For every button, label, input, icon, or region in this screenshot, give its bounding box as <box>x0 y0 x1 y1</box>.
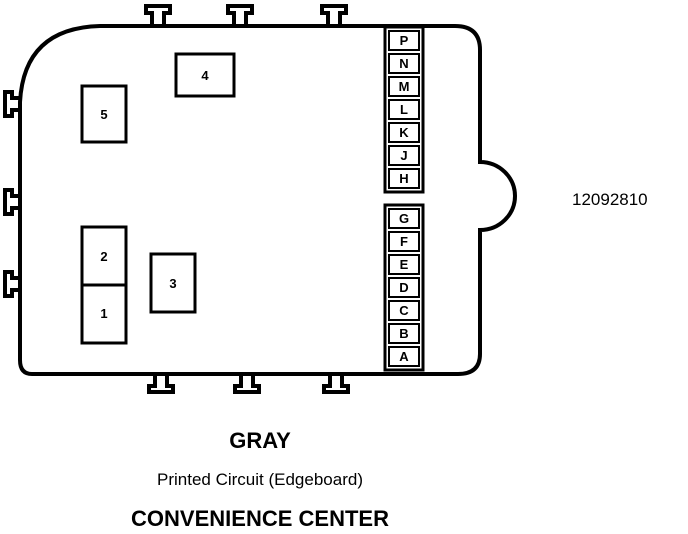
relay-4: 4 <box>174 52 236 98</box>
terminal-m <box>388 76 420 97</box>
terminal-p <box>388 30 420 51</box>
terminal-label-d: D <box>399 280 408 295</box>
terminal-a <box>388 346 420 367</box>
connector-type-subtitle: Printed Circuit (Edgeboard) <box>157 470 363 489</box>
terminal-label-l: L <box>400 102 408 117</box>
terminal-e <box>388 254 420 275</box>
relay-label: 3 <box>169 276 176 291</box>
terminal-f <box>388 231 420 252</box>
terminal-label-f: F <box>400 234 408 249</box>
terminal-label-j: J <box>400 148 407 163</box>
terminal-label-h: H <box>399 171 408 186</box>
terminal-label-m: M <box>399 79 410 94</box>
terminal-c <box>388 300 420 321</box>
terminal-label-c: C <box>399 303 409 318</box>
terminal-h <box>388 168 420 189</box>
terminal-j <box>388 145 420 166</box>
mounting-tab-bottom <box>147 374 350 394</box>
terminal-label-e: E <box>400 257 409 272</box>
mounting-tab-left <box>3 90 20 298</box>
terminal-label-b: B <box>399 326 408 341</box>
relay-3: 3 <box>149 252 197 314</box>
part-number: 12092810 <box>572 190 648 209</box>
component-name-title: CONVENIENCE CENTER <box>131 506 389 531</box>
mounting-tab-top <box>144 4 348 26</box>
terminal-g <box>388 208 420 229</box>
terminal-d <box>388 277 420 298</box>
relay-label: 4 <box>201 68 209 83</box>
relay-label: 1 <box>100 306 107 321</box>
terminal-b <box>388 323 420 344</box>
terminal-strip-frame <box>383 203 425 372</box>
relay-5: 5 <box>80 84 128 144</box>
relay-label: 5 <box>100 107 107 122</box>
housing-outline <box>18 24 517 376</box>
relay-label: 2 <box>100 249 107 264</box>
terminal-label-a: A <box>399 349 409 364</box>
relay-2: 2 <box>80 225 128 287</box>
terminal-label-p: P <box>400 33 409 48</box>
connector-color-title: GRAY <box>229 428 291 453</box>
terminal-k <box>388 122 420 143</box>
relay-1: 1 <box>80 283 128 345</box>
terminal-strip-frame <box>383 25 425 194</box>
terminal-n <box>388 53 420 74</box>
terminal-label-g: G <box>399 211 409 226</box>
terminal-label-n: N <box>399 56 408 71</box>
terminal-label-k: K <box>399 125 409 140</box>
terminal-l <box>388 99 420 120</box>
